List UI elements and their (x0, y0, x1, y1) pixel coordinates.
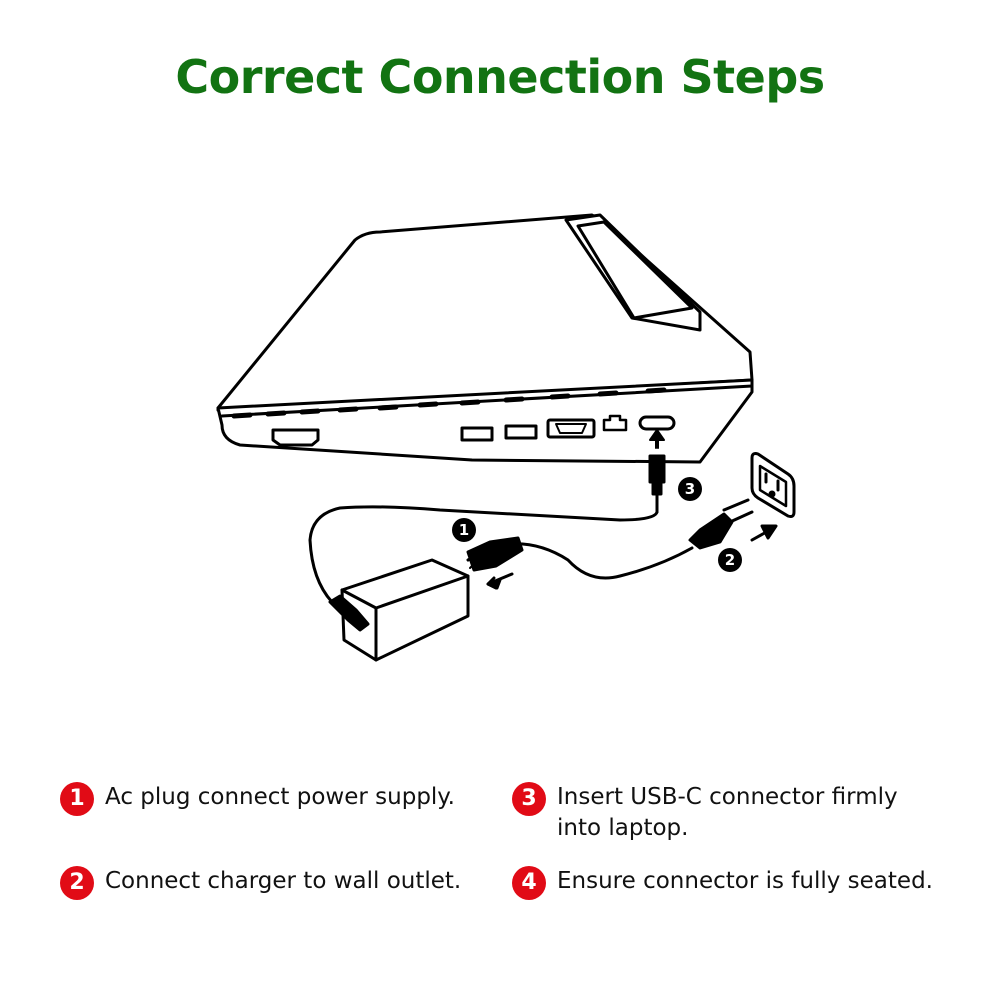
step-4: 4 Ensure connector is fully seated. (512, 866, 962, 900)
step-number-badge: 3 (512, 782, 546, 816)
page-title: Correct Connection Steps (175, 50, 825, 104)
step-text: Connect charger to wall outlet. (105, 868, 462, 894)
wall-outlet-icon (750, 452, 796, 518)
wall-plug-icon (688, 498, 754, 550)
usb-c-connector-icon (648, 429, 666, 514)
step-2: 2 Connect charger to wall outlet. (60, 866, 500, 900)
laptop-icon (216, 213, 754, 464)
ethernet-port-icon (602, 414, 628, 432)
vga-port-icon (546, 418, 596, 439)
callout-2: 2 (718, 548, 742, 572)
step-text: Ensure connector is fully seated. (557, 868, 933, 894)
usb-port-icon (460, 424, 538, 442)
step-number-badge: 2 (60, 866, 94, 900)
hdmi-port-icon (271, 428, 320, 447)
step-text: Ac plug connect power supply. (105, 784, 455, 810)
step-number-badge: 4 (512, 866, 546, 900)
svg-text:2: 2 (725, 551, 735, 569)
step-3: 3 Insert USB-C connector firmly into lap… (512, 782, 952, 844)
callout-3: 3 (678, 477, 702, 501)
usb-c-port-icon (638, 415, 676, 431)
ac-plug-icon (466, 536, 524, 572)
svg-text:3: 3 (685, 480, 695, 498)
step-1: 1 Ac plug connect power supply. (60, 782, 500, 816)
step-number-badge: 1 (60, 782, 94, 816)
dc-cable (308, 505, 659, 604)
callout-1: 1 (452, 518, 476, 542)
power-brick-icon (328, 558, 470, 662)
step-text: Insert USB-C connector firmly into lapto… (557, 784, 898, 841)
svg-text:1: 1 (459, 521, 469, 539)
